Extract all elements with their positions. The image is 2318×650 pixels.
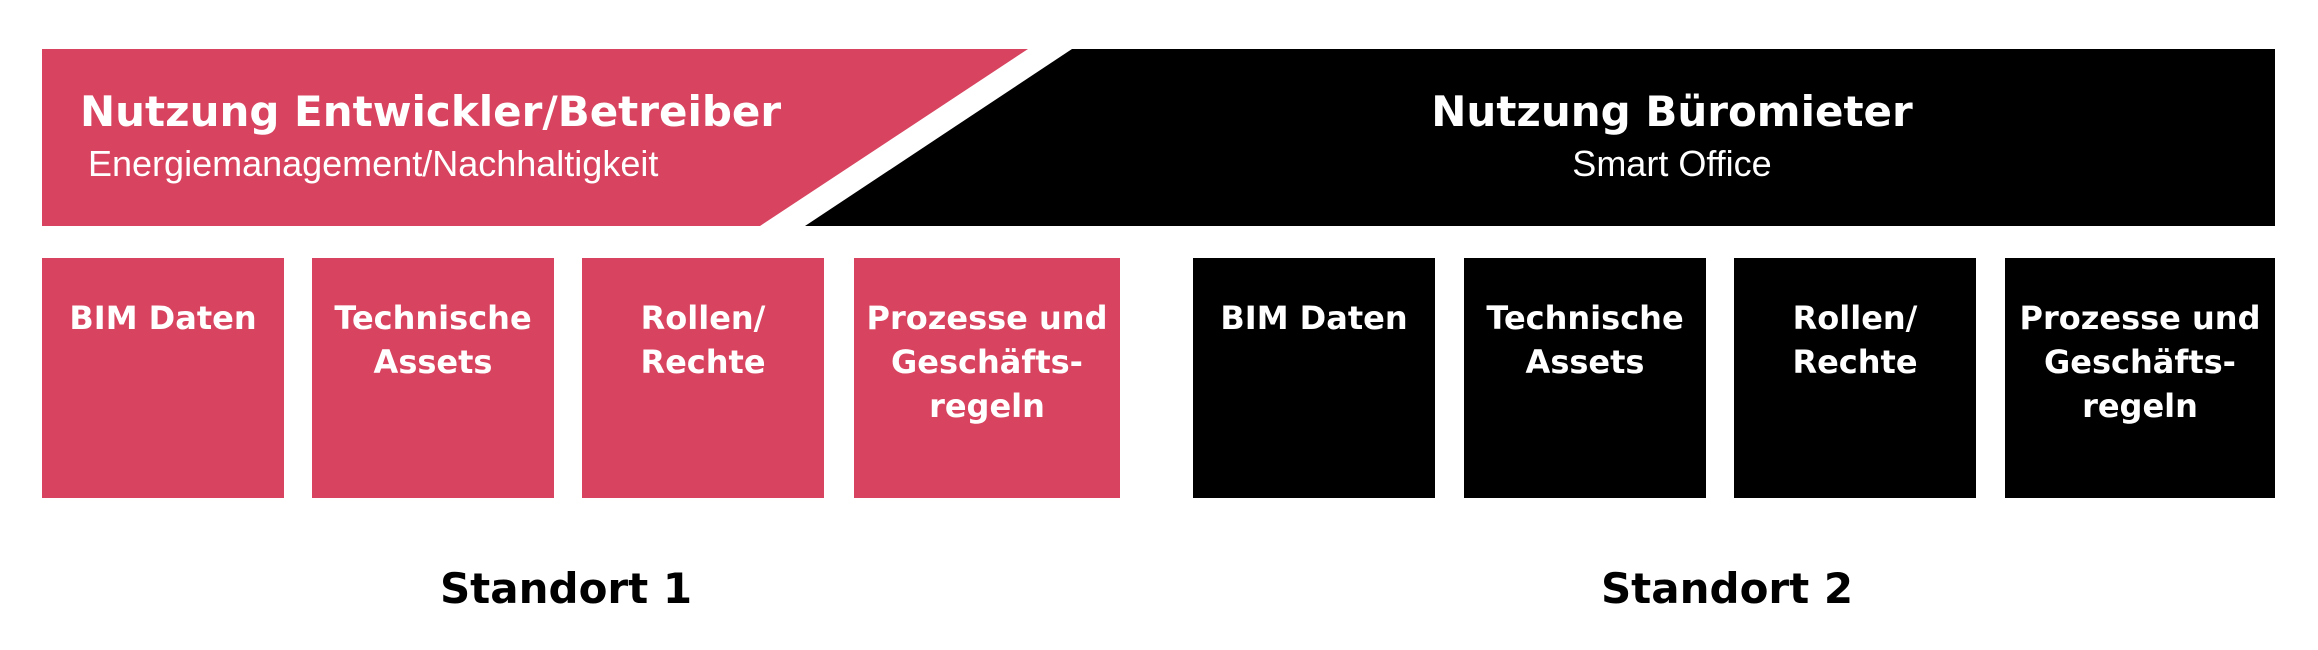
standort-2-box-rollen-rechte: Rollen/ Rechte xyxy=(1734,258,1976,498)
box-label: Rollen/ Rechte xyxy=(640,299,766,381)
box-label: Rollen/ Rechte xyxy=(1792,299,1918,381)
box-label: Prozesse und Geschäfts- regeln xyxy=(2019,299,2261,425)
standort-1-box-prozesse: Prozesse und Geschäfts- regeln xyxy=(854,258,1120,498)
banner-right-subtitle: Smart Office xyxy=(1572,143,1772,184)
banner-left-title: Nutzung Entwickler/Betreiber xyxy=(80,87,782,136)
box-label: BIM Daten xyxy=(1220,299,1408,337)
standort-1-box-rollen-rechte: Rollen/ Rechte xyxy=(582,258,824,498)
standort-2-box-technische-assets: Technische Assets xyxy=(1464,258,1706,498)
standort-1-label: Standort 1 xyxy=(439,564,693,613)
banner-right-title: Nutzung Büromieter xyxy=(1431,87,1913,136)
standort-1-box-technische-assets: Technische Assets xyxy=(312,258,554,498)
box-label: Prozesse und Geschäfts- regeln xyxy=(866,299,1108,425)
standort-2-box-bim-daten: BIM Daten xyxy=(1193,258,1435,498)
banner-left-subtitle: Energiemanagement/Nachhaltigkeit xyxy=(88,143,659,184)
banner-right-shape xyxy=(805,49,2275,226)
standort-2-box-prozesse: Prozesse und Geschäfts- regeln xyxy=(2005,258,2275,498)
standort-2-label: Standort 2 xyxy=(1600,564,1854,613)
standort-1-box-bim-daten: BIM Daten xyxy=(42,258,284,498)
banner-left-shape xyxy=(42,49,1028,226)
box-label: BIM Daten xyxy=(69,299,257,337)
box-label: Technische Assets xyxy=(334,299,532,381)
box-label: Technische Assets xyxy=(1486,299,1684,381)
